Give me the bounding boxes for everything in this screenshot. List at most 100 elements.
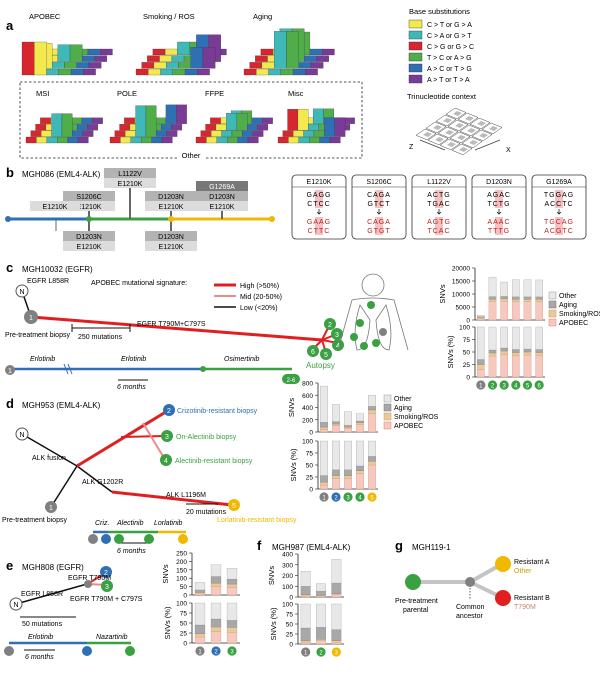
tri-mark xyxy=(447,142,456,147)
landscape-bar xyxy=(227,136,238,144)
tri-mark xyxy=(443,118,452,123)
category-marker-1 xyxy=(319,492,329,502)
y-tick-label: 0 xyxy=(289,642,293,649)
bar-apobec-4 xyxy=(356,424,364,433)
bar-other-5 xyxy=(523,326,532,350)
bar-other-3 xyxy=(344,411,352,426)
landscape-bar xyxy=(282,130,294,137)
y-tick-label: 25 xyxy=(286,632,294,639)
legend-swatch-ag xyxy=(408,63,423,73)
landscape-bar xyxy=(298,136,310,144)
landscape-bar xyxy=(252,130,264,137)
category-label-4: 4 xyxy=(514,383,518,389)
seq-highlight-top xyxy=(315,190,323,208)
lung-node-1 xyxy=(379,328,387,336)
bar-smokingros-1 xyxy=(300,594,311,597)
svg-text:2-6: 2-6 xyxy=(287,378,296,384)
seq-arrow xyxy=(436,209,442,215)
other-label-bg xyxy=(178,149,204,161)
landscape-bar xyxy=(200,130,212,137)
axis-z-label: Z xyxy=(409,144,414,151)
landscape-bar xyxy=(130,136,142,144)
y-tick-label: 50 xyxy=(463,350,471,357)
legend-swatch-cg xyxy=(408,41,423,51)
landscape-bar xyxy=(304,55,317,62)
bar-aging-2 xyxy=(316,590,326,596)
bar-aging-1 xyxy=(194,589,206,593)
y-tick-label: 5000 xyxy=(456,305,471,312)
egfr-t790m-c797s: EGFR T790M+C797S xyxy=(137,321,206,328)
category-label-3: 3 xyxy=(502,383,506,389)
landscape-bar xyxy=(165,104,177,124)
category-label-2: 2 xyxy=(214,649,218,655)
landscape-bar xyxy=(221,130,233,137)
landscape-bar xyxy=(309,136,320,144)
e-node-1 xyxy=(84,580,92,588)
box-e1210k-s: E1210K xyxy=(63,201,115,211)
seq-highlight-top xyxy=(375,190,383,208)
bar-other-5 xyxy=(368,395,376,407)
landscape-bar xyxy=(159,55,172,62)
bar-aging-1 xyxy=(320,422,328,428)
box-d1203n-bot1: D1203N xyxy=(63,231,115,241)
g-t790m: T790M xyxy=(514,604,536,611)
seq-title-3: D1203N xyxy=(486,179,512,186)
landscape-bar xyxy=(322,48,335,56)
category-marker-4 xyxy=(511,380,521,390)
bar-other-6 xyxy=(535,326,543,350)
seq-highlight-bot xyxy=(435,217,443,235)
y-tick-label: 50 xyxy=(180,584,188,591)
panel-b-title: MGH086 (EML4-ALK) xyxy=(22,170,101,179)
node-4 xyxy=(332,339,344,351)
g-other: Other xyxy=(514,568,532,575)
y-tick-label: 10000 xyxy=(452,292,470,299)
y-tick-label: 100 xyxy=(176,576,187,583)
svg-text:E1210K: E1210K xyxy=(118,181,143,188)
scale-6-months-e: 6 months xyxy=(25,654,54,661)
bar-aging-5 xyxy=(368,406,376,411)
legend-swatch-other xyxy=(548,291,557,300)
box-s1206c: S1206C xyxy=(63,191,115,201)
svg-text:D1203N: D1203N xyxy=(158,194,184,201)
bar-other-1 xyxy=(300,571,311,587)
seq-highlight-top xyxy=(435,190,443,208)
legend-swatch-smokingros xyxy=(548,309,557,318)
autopsy-label: Autopsy xyxy=(306,361,335,370)
panel-c-letter: c xyxy=(6,260,13,275)
y-tick-label: 250 xyxy=(176,551,187,558)
bar-smokingros-2 xyxy=(316,639,326,641)
landscape-bar xyxy=(202,47,216,69)
seq-top-2: TCTG xyxy=(487,201,510,208)
landscape-bar xyxy=(92,117,103,124)
landscape-4 xyxy=(109,104,187,144)
seq-highlight-top xyxy=(555,190,563,208)
landscape-bar xyxy=(210,117,221,124)
box-g1269a: G1269A xyxy=(196,181,248,191)
bar-smokingros-1 xyxy=(320,482,328,486)
landscape-bar xyxy=(216,136,228,144)
y-tick-label: 200 xyxy=(282,573,293,580)
tri-mark xyxy=(423,132,432,137)
bar-apobec-3 xyxy=(331,642,342,645)
category-label-2: 2 xyxy=(334,495,338,501)
seq-arrow xyxy=(316,209,322,215)
landscape-bar xyxy=(148,68,161,76)
d-node-2-label: 2 xyxy=(167,408,171,415)
landscape-bar xyxy=(57,44,71,62)
apobec-label: APOBEC xyxy=(29,12,61,21)
y-axis-label: SNVs xyxy=(267,566,276,585)
landscape-bar xyxy=(293,130,304,137)
landscape-bar xyxy=(141,62,155,69)
landscape-bar xyxy=(166,62,179,69)
category-marker-3 xyxy=(499,380,509,390)
landscape-bar xyxy=(206,136,217,144)
legend-label-cg: C > G or G > C xyxy=(427,44,474,51)
node-4-label: 4 xyxy=(336,343,340,350)
mgh953-tree xyxy=(21,408,233,508)
bar-smokingros-3 xyxy=(226,627,238,633)
category-label-5: 5 xyxy=(370,495,374,501)
landscape-bar xyxy=(41,130,52,137)
